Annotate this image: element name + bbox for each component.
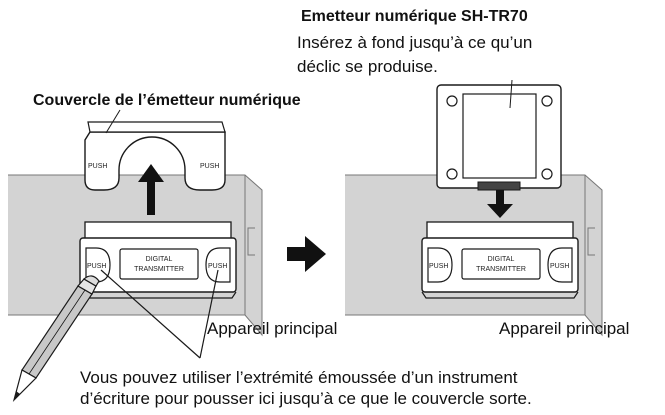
cover-title: Couvercle de l’émetteur numérique: [33, 92, 301, 109]
transmitter-instruction-line2: déclic se produise.: [297, 57, 438, 76]
cover-push-left: PUSH: [88, 163, 107, 170]
cover-push-right: PUSH: [200, 163, 219, 170]
transmitter-title: Emetteur numérique SH-TR70: [301, 8, 528, 25]
arrow-right-icon: [287, 236, 326, 272]
left-digital: DIGITAL: [146, 256, 173, 263]
right-transmitter: TRANSMITTER: [476, 266, 526, 273]
left-push-left: PUSH: [87, 263, 106, 270]
left-housing: PUSH PUSH DIGITAL TRANSMITTER: [79, 221, 237, 299]
transmitter-instruction-line1: Insérez à fond jusqu’à ce qu’un: [297, 33, 533, 52]
right-digital: DIGITAL: [488, 256, 515, 263]
arrow-up-icon: [138, 164, 164, 215]
left-cover: PUSH PUSH: [84, 121, 226, 191]
note-leader-lines: [100, 269, 219, 359]
main-unit-label-right: Appareil principal: [499, 319, 630, 338]
arrow-down-icon: [487, 190, 513, 218]
cover-leader-line: [105, 109, 121, 134]
main-unit-label-left: Appareil principal: [207, 319, 338, 338]
right-housing: PUSH PUSH DIGITAL TRANSMITTER: [421, 221, 579, 299]
note-line1: Vous pouvez utiliser l’extrémité émoussé…: [80, 368, 518, 387]
note-line2: d’écriture pour pousser ici jusqu’à ce q…: [80, 389, 532, 408]
right-push-left: PUSH: [429, 263, 448, 270]
pencil-icon: [12, 275, 100, 403]
left-push-right: PUSH: [208, 263, 227, 270]
right-push-right: PUSH: [550, 263, 569, 270]
transmitter-module: [436, 79, 562, 191]
left-transmitter: TRANSMITTER: [134, 266, 184, 273]
